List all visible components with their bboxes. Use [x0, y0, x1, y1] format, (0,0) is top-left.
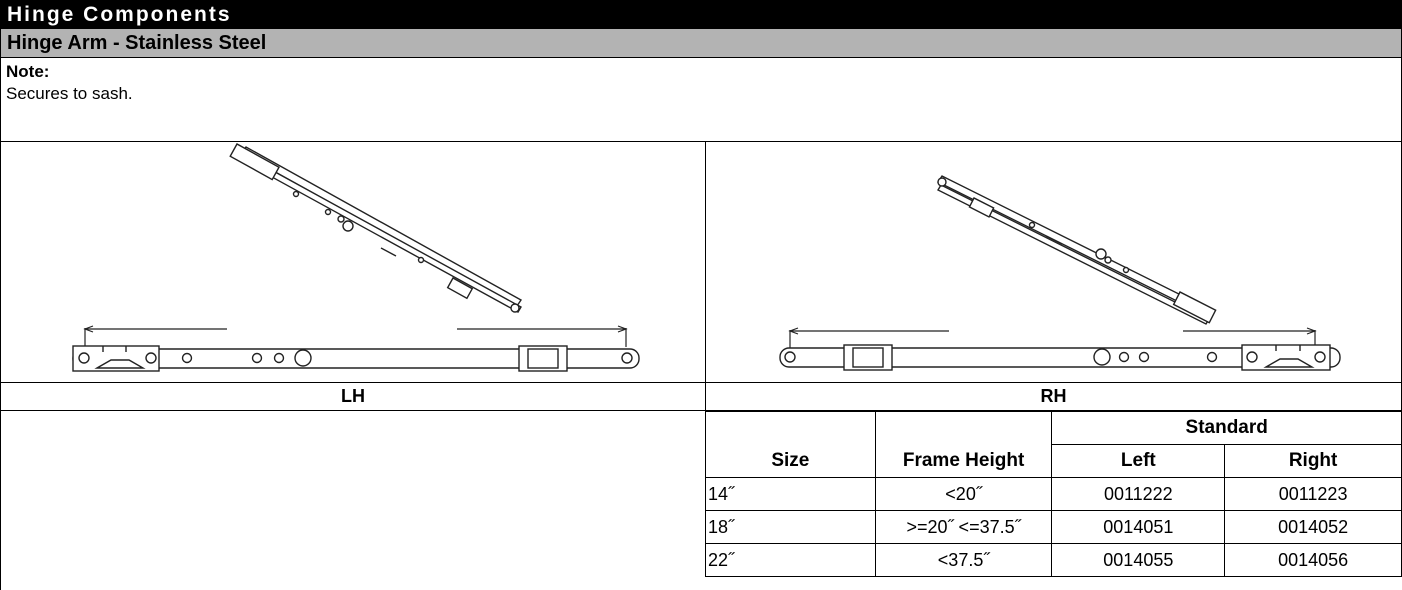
- lh-dimension: [83, 325, 628, 347]
- cell-left-part: 0014055: [1051, 543, 1226, 577]
- col-header-size: Size: [705, 444, 876, 478]
- table-header-row-group: Standard: [705, 411, 1402, 445]
- cell-frame-height: <37.5˝: [874, 543, 1053, 577]
- rh-dimension: [788, 327, 1317, 348]
- page-title: Hinge Components: [0, 0, 1402, 29]
- rh-side-arm: [779, 344, 1341, 371]
- cell-left-part: 0011222: [1051, 477, 1226, 511]
- cell-size: 18˝: [705, 510, 876, 544]
- cell-left-part: 0014051: [1051, 510, 1226, 544]
- table-header-blank: [874, 411, 1053, 445]
- note-label: Note:: [6, 62, 50, 81]
- table-row: 14˝ <20˝ 0011222 0011223: [705, 477, 1402, 511]
- note-text: Secures to sash.: [6, 84, 133, 103]
- col-header-left: Left: [1051, 444, 1226, 478]
- table-header-blank: [705, 411, 876, 445]
- lh-perspective-arm: [229, 143, 523, 313]
- table-header-standard: Standard: [1051, 411, 1402, 445]
- table-header-row: Size Frame Height Left Right: [705, 444, 1402, 478]
- rh-hinge-drawing: [779, 175, 1341, 371]
- cell-right-part: 0011223: [1224, 477, 1402, 511]
- lh-side-arm: [72, 345, 640, 372]
- cell-frame-height: >=20˝ <=37.5˝: [874, 510, 1053, 544]
- cell-size: 22˝: [705, 543, 876, 577]
- cell-right-part: 0014052: [1224, 510, 1402, 544]
- rh-drawing-cell: [705, 142, 1402, 383]
- rh-caption: RH: [705, 383, 1402, 411]
- col-header-right: Right: [1224, 444, 1402, 478]
- cell-frame-height: <20˝: [874, 477, 1053, 511]
- lh-drawing-cell: 10: [0, 142, 705, 383]
- lh-caption: LH: [0, 383, 705, 411]
- section-title: Hinge Arm - Stainless Steel: [0, 29, 1402, 58]
- cell-size: 14˝: [705, 477, 876, 511]
- hinge-size-table: Standard Size Frame Height Left Right 14…: [705, 411, 1402, 577]
- empty-panel: [0, 411, 705, 590]
- lh-hinge-drawing: 10: [72, 143, 640, 372]
- col-header-frame-height: Frame Height: [874, 444, 1053, 478]
- table-row: 22˝ <37.5˝ 0014055 0014056: [705, 543, 1402, 577]
- note-section: Note: Secures to sash.: [0, 58, 1402, 142]
- table-row: 18˝ >=20˝ <=37.5˝ 0014051 0014052: [705, 510, 1402, 544]
- cell-right-part: 0014056: [1224, 543, 1402, 577]
- rh-perspective-arm: [936, 175, 1217, 325]
